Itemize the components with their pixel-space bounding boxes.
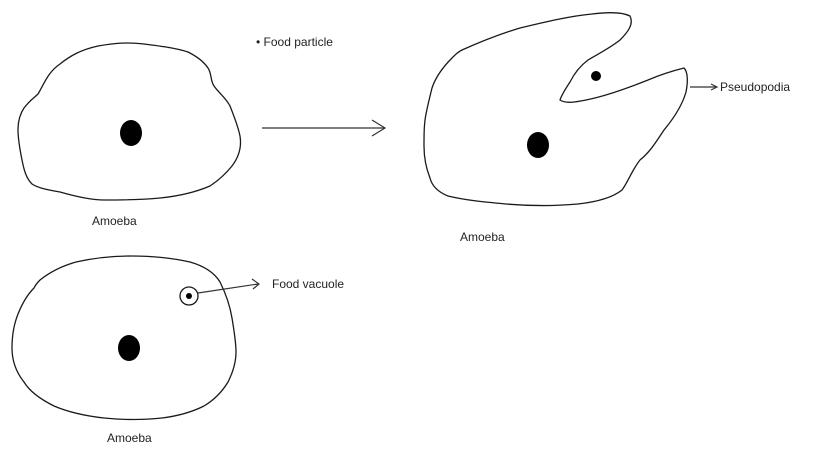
pseudopodia-label: Pseudopodia: [720, 80, 790, 94]
nucleus-1: [120, 120, 142, 146]
food-vacuole-label: Food vacuole: [272, 277, 344, 291]
amoeba-stage-2: Amoeba: [424, 13, 687, 244]
transition-arrow: [262, 120, 385, 136]
amoeba-outline-2: [424, 13, 687, 206]
food-vacuole-pointer: Food vacuole: [198, 277, 344, 293]
amoeba-label-3: Amoeba: [107, 431, 152, 445]
pseudopodia-pointer: Pseudopodia: [690, 80, 790, 94]
food-particle-label: • Food particle: [256, 35, 333, 49]
amoeba-stage-1: Amoeba: [18, 43, 241, 228]
food-particle-dot: [591, 71, 601, 81]
amoeba-label-1: Amoeba: [92, 214, 137, 228]
amoeba-stage-3: Amoeba: [12, 256, 236, 445]
food-vacuole-particle: [186, 293, 192, 299]
nucleus-3: [118, 335, 140, 361]
amoeba-label-2: Amoeba: [460, 230, 505, 244]
nucleus-2: [527, 132, 549, 158]
